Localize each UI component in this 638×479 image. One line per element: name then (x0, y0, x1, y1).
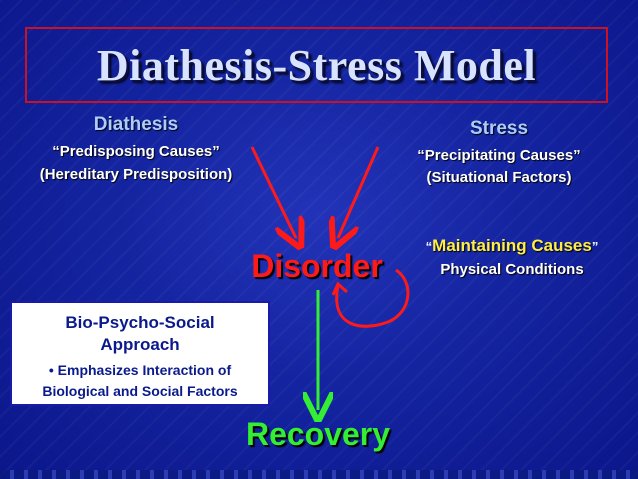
stress-line2: (Situational Factors) (426, 169, 572, 186)
stress-to-disorder-arrow (338, 146, 380, 238)
stress-line1: “Precipitating Causes” (417, 147, 581, 164)
maintaining-loop-arrow (335, 268, 410, 328)
maintaining-close-quote: ” (591, 239, 599, 254)
title-box: Diathesis-Stress Model (25, 27, 608, 103)
slide-title: Diathesis-Stress Model (96, 40, 537, 90)
maintaining-line2: Physical Conditions (440, 261, 584, 278)
bps-body: • Emphasizes Interaction of Biological a… (12, 360, 268, 402)
bps-body-line1-row: • Emphasizes Interaction of (12, 360, 268, 381)
recovery-label: Recovery (245, 416, 391, 452)
maintaining-open-quote: “ (425, 239, 433, 254)
diathesis-line1: “Predisposing Causes” (52, 143, 220, 160)
diathesis-to-disorder-arrow (250, 146, 296, 238)
bps-title-line1: Bio-Psycho-Social (65, 313, 215, 332)
maintaining-label-row: “Maintaining Causes” (396, 236, 628, 256)
stress-heading: Stress (469, 118, 529, 139)
bottom-decorative-strip (0, 470, 638, 479)
bps-title: Bio-Psycho-Social Approach (12, 312, 268, 356)
disorder-label: Disorder (251, 248, 383, 284)
bullet-icon: • (48, 362, 54, 378)
diathesis-heading: Diathesis (93, 114, 179, 135)
bio-psycho-social-box: Bio-Psycho-Social Approach • Emphasizes … (10, 301, 270, 406)
maintaining-label: Maintaining Causes (432, 236, 592, 255)
maintaining-loop-head (331, 281, 348, 296)
bps-body-line2: Biological and Social Factors (42, 383, 238, 399)
diathesis-line2: (Hereditary Predisposition) (39, 166, 233, 183)
bps-body-line1: Emphasizes Interaction of (57, 362, 232, 378)
bps-title-line2: Approach (100, 335, 180, 354)
